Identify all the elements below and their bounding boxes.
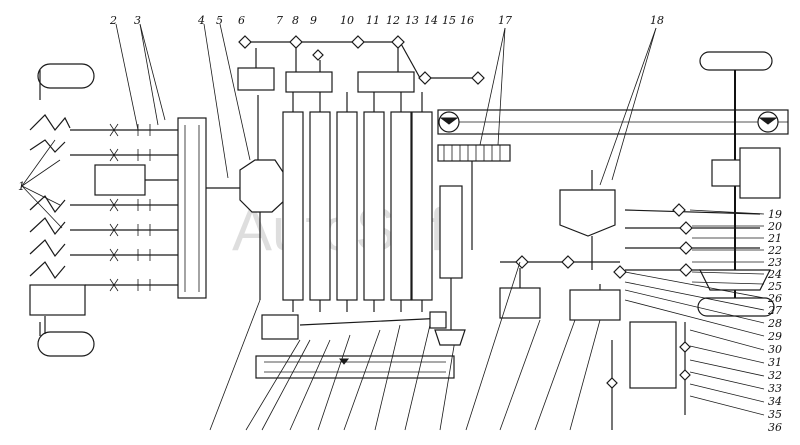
callout-30: 30	[768, 343, 782, 356]
callout-7: 7	[276, 14, 283, 27]
callout-28: 28	[767, 317, 782, 330]
callout-4: 4	[197, 14, 205, 27]
callout-15: 15	[442, 14, 456, 27]
main-drive	[209, 35, 485, 431]
callout-36: 36	[768, 421, 782, 434]
callout-24: 24	[767, 268, 782, 281]
callout-25: 25	[767, 280, 782, 293]
callout-8: 8	[292, 14, 299, 27]
callout-13: 13	[405, 14, 419, 27]
callout-2: 2	[109, 14, 117, 27]
callouts-right: 19 20 21 22 23 24 25 26 27 28 29 30 31 3…	[767, 208, 782, 434]
frame-bar	[434, 109, 789, 346]
callout-22: 22	[767, 244, 782, 257]
callout-27: 27	[767, 304, 782, 317]
callout-35: 35	[768, 408, 782, 421]
callout-26: 26	[767, 292, 782, 305]
callout-12: 12	[386, 14, 400, 27]
callout-5: 5	[216, 14, 223, 27]
right-cluster	[465, 51, 781, 431]
callout-19: 19	[768, 208, 782, 221]
callouts-top: 1 2 3 4 5 6 7 8 9 10 11 12 13 14 15 16 1…	[18, 14, 664, 193]
callout-34: 34	[768, 395, 782, 408]
callout-23: 23	[767, 256, 782, 269]
callout-18: 18	[650, 14, 664, 27]
callout-6: 6	[238, 14, 245, 27]
left-reel-assembly	[29, 63, 240, 357]
callout-20: 20	[767, 220, 782, 233]
callout-17: 17	[498, 14, 512, 27]
callout-14: 14	[424, 14, 438, 27]
callout-33: 33	[768, 382, 782, 395]
callout-31: 31	[768, 356, 782, 369]
callout-32: 32	[768, 369, 782, 382]
callout-9: 9	[310, 14, 317, 27]
callout-11: 11	[366, 14, 380, 27]
callout-3: 3	[134, 14, 141, 27]
callout-1: 1	[18, 180, 25, 193]
top-leaders	[21, 23, 657, 229]
callout-29: 29	[767, 330, 782, 343]
callout-21: 21	[767, 232, 782, 245]
callout-10: 10	[340, 14, 354, 27]
callout-16: 16	[460, 14, 474, 27]
